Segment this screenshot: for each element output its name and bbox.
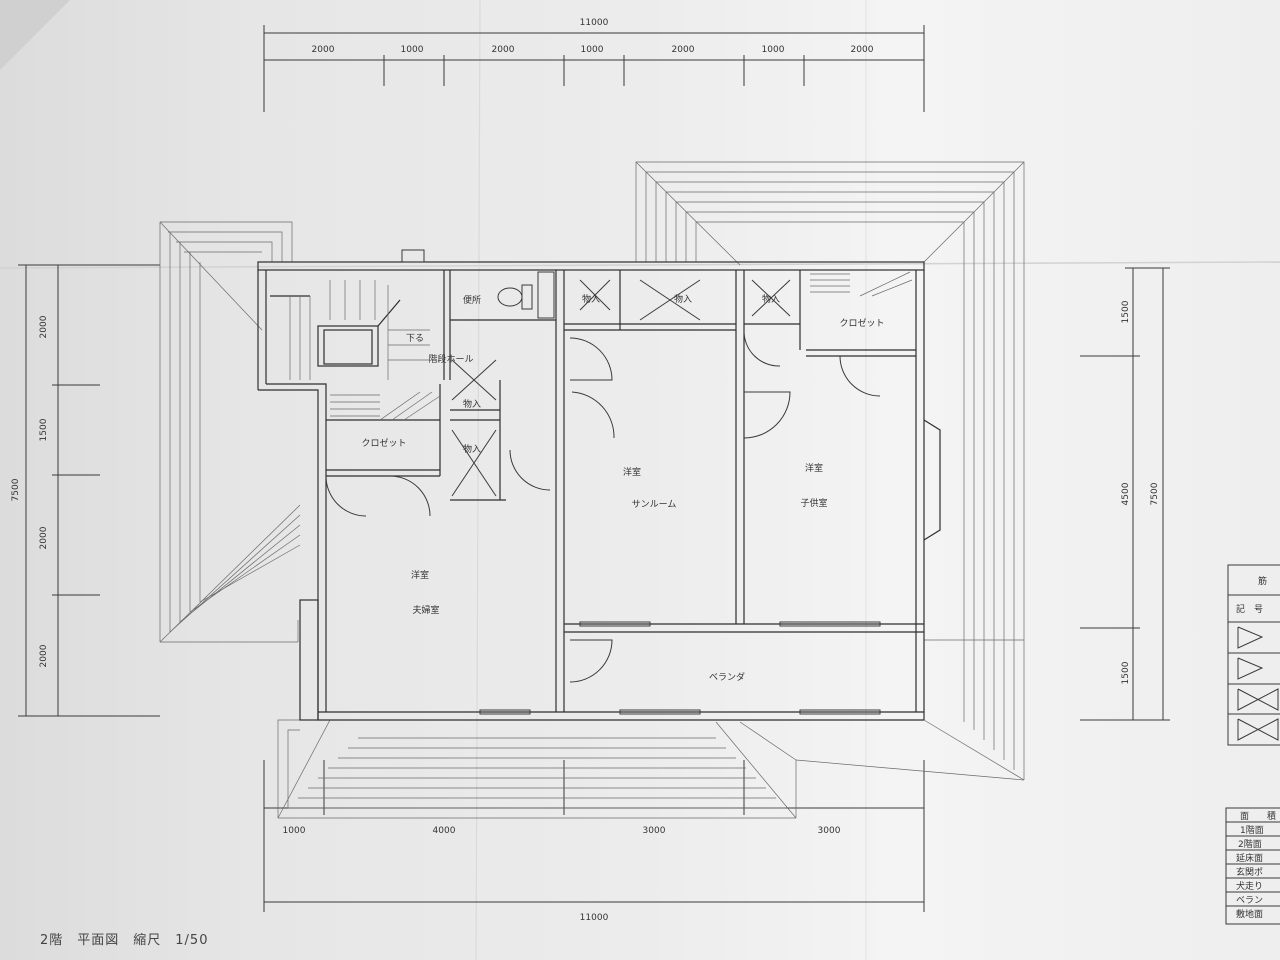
left-total-dimension: 7500 [11, 478, 21, 501]
fold-crease [475, 0, 481, 960]
top-dimension-lines [263, 25, 925, 112]
stair-treads [289, 271, 913, 421]
left-dim-1: 2000 [39, 315, 49, 338]
top-dim-5: 2000 [672, 45, 695, 55]
label-storage-1: 物入 [582, 293, 600, 305]
label-closet-w: クロゼット [361, 437, 406, 449]
label-sunroom-type: 洋室 [623, 466, 641, 478]
bottom-dim-2: 4000 [433, 826, 456, 836]
bottom-dim-3: 3000 [643, 826, 666, 836]
left-dimension-lines [18, 264, 160, 717]
area-header: 面 積 [1240, 810, 1276, 822]
right-dim-2: 4500 [1121, 482, 1131, 505]
label-toilet: 便所 [463, 294, 481, 306]
label-closet-ne: クロゼット [839, 317, 884, 329]
fold-crease [0, 261, 1280, 269]
exterior-walls [257, 261, 925, 721]
top-dim-1: 2000 [312, 45, 335, 55]
label-storage-2: 物入 [674, 293, 692, 305]
door-swings [325, 279, 881, 683]
area-row-4: 玄関ポ [1236, 866, 1263, 878]
bay-window [923, 419, 941, 541]
top-dim-3: 2000 [492, 45, 515, 55]
label-sunroom-name: サンルーム [632, 499, 677, 510]
bottom-total-dimension: 11000 [580, 913, 609, 923]
folded-corner [0, 0, 70, 70]
label-storage-4: 物入 [463, 398, 481, 410]
roof-eaves-west [159, 221, 301, 643]
right-dim-3: 1500 [1121, 661, 1131, 684]
right-dim-1: 1500 [1121, 300, 1131, 323]
drawing-title: 2階 平面図 縮尺 1/50 [40, 932, 208, 948]
label-master-name: 夫婦室 [412, 604, 439, 616]
area-row-2: 2階面 [1238, 839, 1262, 850]
area-row-7: 敷地面 [1236, 908, 1263, 920]
label-stair-hall: 階段ホール [428, 353, 473, 365]
top-total-dimension: 11000 [580, 18, 609, 28]
top-dim-6: 1000 [762, 45, 785, 55]
roof-eaves-south [277, 719, 1025, 819]
legend-header: 筋 [1258, 575, 1267, 587]
interior-walls [270, 270, 924, 712]
top-dim-4: 1000 [581, 45, 604, 55]
label-kids-name: 子供室 [800, 497, 827, 509]
left-dim-2: 1500 [39, 418, 49, 441]
bottom-dim-4: 3000 [818, 826, 841, 836]
left-dim-3: 2000 [39, 526, 49, 549]
legend-table [1227, 564, 1280, 746]
bottom-dim-1: 1000 [283, 826, 306, 836]
label-storage-3: 物入 [762, 293, 780, 305]
label-storage-5: 物入 [463, 443, 481, 455]
area-row-1: 1階面 [1240, 825, 1264, 836]
label-stair-down: 下る [406, 333, 424, 344]
left-dim-4: 2000 [39, 644, 49, 667]
right-dimension-lines [1080, 267, 1170, 721]
right-total-dimension: 7500 [1150, 482, 1160, 505]
area-row-3: 延床面 [1236, 852, 1263, 864]
label-kids-type: 洋室 [805, 462, 823, 474]
roof-eaves-east [635, 161, 1025, 781]
toilet-fixture [497, 271, 555, 319]
legend-row-label: 記 号 [1236, 603, 1263, 615]
label-veranda: ベランダ [709, 671, 745, 683]
area-row-5: 犬走り [1236, 880, 1263, 892]
area-table [1225, 807, 1280, 925]
area-row-6: ベラン [1236, 895, 1263, 906]
top-dim-7: 2000 [851, 45, 874, 55]
bottom-dimension-lines [263, 760, 925, 912]
top-dim-2: 1000 [401, 45, 424, 55]
label-master-type: 洋室 [411, 569, 429, 581]
windows [401, 249, 881, 715]
